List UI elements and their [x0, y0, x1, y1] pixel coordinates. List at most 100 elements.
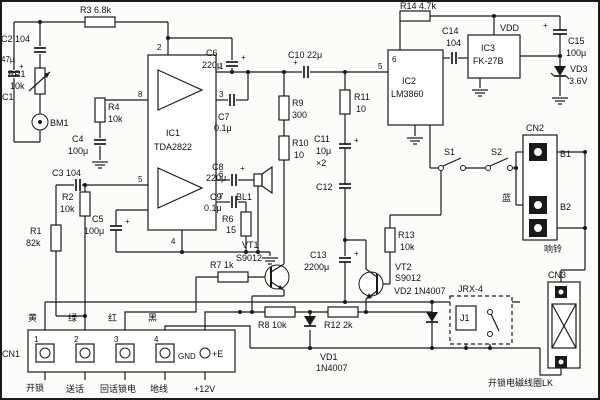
label-b2: B2 — [560, 202, 571, 212]
capacitor-c15-symbol — [553, 29, 567, 35]
capacitor-c7-symbol — [229, 94, 235, 106]
label-r9-value: 300 — [292, 110, 307, 120]
switch-s2-symbol — [485, 157, 513, 171]
ground-symbols — [92, 89, 568, 265]
relay-jrx4-symbol — [449, 295, 513, 345]
label-r4-name: R4 — [108, 102, 120, 112]
plus-mark-c11: + — [354, 136, 359, 145]
label-ic2-name: IC2 — [402, 76, 416, 86]
label-vd1-value: 1N4007 — [316, 363, 348, 373]
label-ic1-pin4: 4 — [171, 237, 176, 246]
label-terminal-1: 1 — [34, 335, 39, 344]
label-ic1-pin6: 6 — [219, 170, 224, 179]
capacitor-c4-symbol — [94, 139, 106, 145]
label-rp1-value: 10k — [10, 81, 25, 91]
label-r9-name: R9 — [292, 98, 304, 108]
label-r1-name: R1 — [30, 226, 42, 236]
resistor-r1-symbol — [50, 224, 62, 252]
plus-mark-c5: + — [125, 217, 130, 226]
resistor-r13-symbol — [384, 227, 396, 253]
label-ic1-name: IC1 — [166, 128, 180, 138]
capacitor-c14-symbol — [451, 52, 457, 64]
label-c2: C2 104 — [1, 34, 30, 44]
label-c8-value: 220μ — [206, 173, 226, 183]
label-r7: R7 1k — [210, 260, 234, 270]
label-r11-value: 10 — [356, 104, 366, 114]
label-vd2: VD2 1N4007 — [394, 286, 446, 296]
label-cn3: CN3 — [548, 270, 566, 280]
capacitor-c2-symbol — [34, 47, 46, 53]
capacitor-c6-symbol — [226, 61, 238, 67]
label-c14-value: 104 — [446, 38, 461, 48]
label-ic1-pin7: 7 — [219, 192, 224, 201]
label-c15-name: C15 — [568, 36, 585, 46]
label-j1: J1 — [460, 313, 470, 323]
label-r10-value: 10 — [294, 150, 304, 160]
resistor-r14-symbol — [399, 10, 431, 22]
label-fn-12v: +12V — [194, 384, 215, 394]
label-s1: S1 — [444, 147, 455, 157]
label-r13-name: R13 — [398, 230, 415, 240]
relay-coil-j1 — [455, 305, 477, 331]
plus-mark-c10: + — [293, 58, 298, 67]
label-r6-value: 15 — [226, 225, 236, 235]
label-coil: 开锁电磁线圈LK — [488, 377, 553, 388]
ic1-tda2822-symbol — [147, 54, 217, 231]
label-fn-unlock: 开锁 — [26, 382, 44, 393]
label-vd1-name: VD1 — [320, 352, 338, 362]
label-vt1-model: S9012 — [236, 253, 262, 263]
label-c11-qty: ×2 — [316, 158, 326, 168]
resistor-r8-symbol — [264, 306, 296, 318]
resistor-r4-symbol — [94, 97, 106, 123]
resistor-symbols — [28, 10, 431, 318]
label-bell: 响铃 — [544, 243, 562, 254]
label-ic1-model: TDA2822 — [154, 142, 192, 152]
capacitor-c13-symbol — [339, 257, 351, 263]
label-r10-name: R10 — [292, 138, 309, 148]
label-ic3-model: FK-27B — [473, 56, 504, 66]
label-ic2-pin6: 6 — [392, 55, 397, 64]
diode-vd1-symbol — [304, 316, 316, 327]
label-vd3-value: 3.6V — [569, 76, 588, 86]
switch-s1-symbol — [438, 157, 466, 171]
label-b1: B1 — [560, 149, 571, 159]
label-c9-name: C9 — [210, 192, 222, 202]
label-r1-value: 82k — [26, 238, 41, 248]
resistor-r3-symbol — [84, 16, 116, 28]
label-c3: C3 104 — [52, 168, 81, 178]
capacitor-c10-symbol — [303, 66, 309, 78]
transistor-vt1-symbol — [264, 263, 290, 291]
label-rp1-name: RP1 — [8, 69, 26, 79]
capacitor-symbols — [8, 29, 567, 263]
label-gnd: GND — [178, 352, 196, 361]
label-c5-name: C5 — [92, 214, 104, 224]
label-vd3-name: VD3 — [570, 64, 588, 74]
label-fn-talk: 送话 — [66, 383, 84, 394]
capacitor-c9-symbol — [231, 196, 237, 208]
microphone-bm1-symbol — [31, 113, 49, 131]
resistor-r9-symbol — [278, 95, 290, 121]
label-wire-green: 绿 — [68, 312, 77, 323]
label-s2: S2 — [491, 147, 502, 157]
label-c13-value: 2200μ — [304, 262, 329, 272]
label-c1-value: 47μ — [1, 55, 15, 64]
label-ic2-pin5: 5 — [378, 62, 383, 71]
label-c8-name: C8 — [212, 162, 224, 172]
label-c9-value: 0.1μ — [204, 203, 222, 213]
label-relay-model: JRX-4 — [458, 284, 483, 294]
label-wire-red: 红 — [108, 312, 117, 323]
connector-cn2 — [522, 134, 558, 241]
label-c7-name: C7 — [218, 112, 230, 122]
label-ic1-pin8: 8 — [138, 90, 143, 99]
label-bm1: BM1 — [50, 118, 69, 128]
transistor-vt2-symbol — [358, 268, 384, 300]
label-terminal-2: 2 — [74, 335, 79, 344]
label-cn1: CN1 — [2, 349, 20, 359]
label-c11-value: 10μ — [316, 146, 331, 156]
label-ic1-pin1: 1 — [219, 62, 224, 71]
label-vt2-model: S9012 — [395, 273, 421, 283]
label-vt1-name: VT1 — [242, 240, 259, 250]
label-terminal-4: 4 — [154, 335, 159, 344]
label-r13-value: 10k — [400, 242, 415, 252]
resistor-r7-symbol — [217, 271, 249, 283]
